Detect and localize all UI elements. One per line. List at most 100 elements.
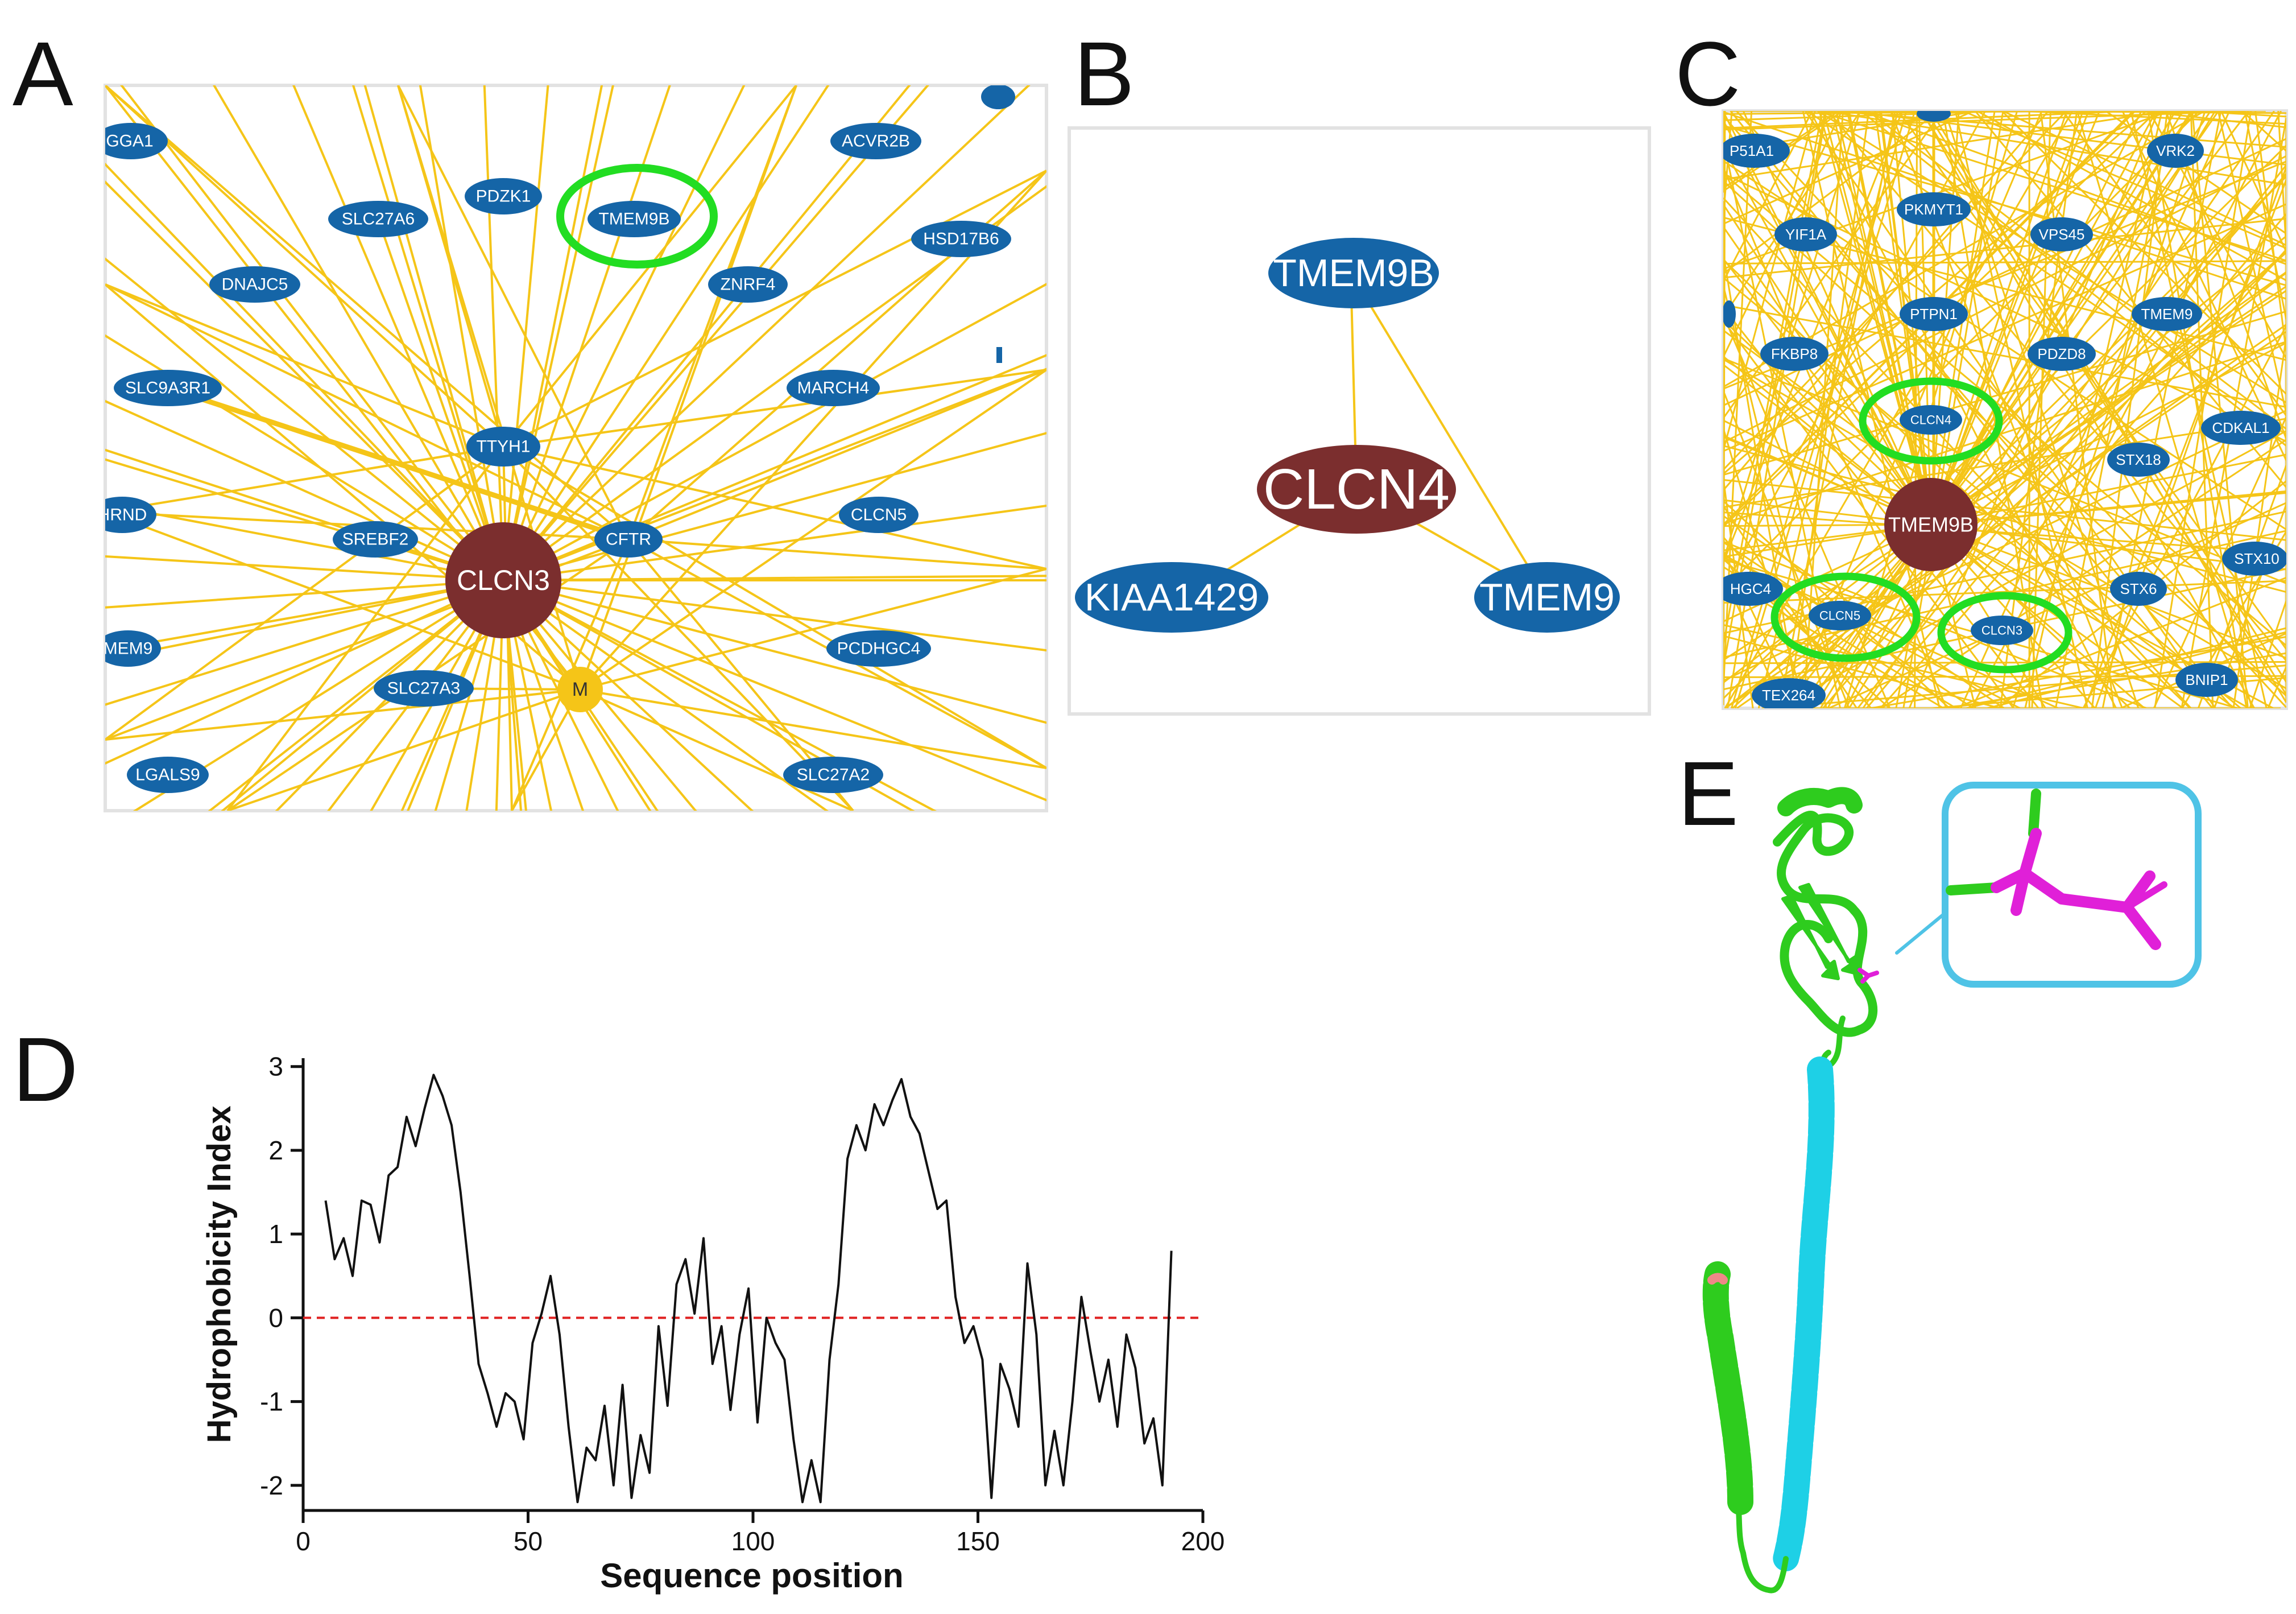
edge [105,283,629,540]
edge [2154,111,2252,708]
edge [503,504,1046,581]
panel-a-network: GGA1 ACVR2B SLC27A6 PDZK1 TMEM9B HSD17B6… [98,84,1048,812]
edge [503,575,1046,581]
edge [105,688,581,741]
edge [1723,505,1858,708]
node-c-cdkal1: CDKAL1 [2201,411,2281,445]
protein-ribbon [1702,787,1947,1594]
edge [2249,600,2286,708]
svg-text:CLCN5: CLCN5 [851,506,907,525]
node-srebf2: SREBF2 [333,521,418,558]
x-tick-label: 100 [731,1526,775,1556]
inset-double-bond [2124,881,2167,911]
node-pdzk1: PDZK1 [465,178,542,214]
edge [434,580,504,811]
edge [1830,111,2286,148]
edge [2083,179,2286,708]
edge [105,579,504,661]
panel-c-network: P51A1 VRK2 PKMYT1 YIF1A VPS45 PTPN1 TMEM… [1722,109,2288,710]
node-znrf4: ZNRF4 [708,266,788,303]
y-tick-label: 0 [268,1303,283,1332]
svg-text:CFTR: CFTR [606,530,651,549]
edge [1930,271,2286,526]
svg-text:HRND: HRND [98,506,147,525]
x-tick-label: 0 [296,1526,311,1556]
node-c-yif1a: YIF1A [1774,217,1837,251]
x-tick-label: 50 [514,1526,543,1556]
edge [1930,523,2145,708]
edge [502,580,619,811]
node-b-center-clcn4: CLCN4 [1257,445,1456,534]
edge [1723,111,1940,275]
beta-sheet-1 [1781,894,1840,980]
edge [400,580,504,811]
edge [1723,260,2286,265]
edge [1809,111,2117,708]
edge [419,85,504,581]
edge [580,688,1046,769]
edge [503,579,1046,652]
edge [503,579,1046,802]
edge [2105,111,2286,234]
edge [628,369,1046,540]
edge [628,538,1046,570]
edge [2062,111,2286,416]
node-slc9a3r1: SLC9A3R1 [114,370,222,406]
svg-text:BNIP1: BNIP1 [2185,671,2228,688]
edge [1818,111,1932,525]
edge [503,170,1046,448]
svg-text:HGC4: HGC4 [1730,580,1771,597]
edge [1848,111,1932,525]
node-b-tmem9: TMEM9 [1474,562,1620,633]
edge [105,445,504,741]
edge [502,185,1046,581]
edge [105,399,504,581]
edge [2189,111,2286,118]
edge [2121,111,2286,461]
node-c-p51a1: P51A1 [1723,134,1790,168]
edge [579,369,1046,691]
svg-text:HSD17B6: HSD17B6 [923,230,999,249]
edge [502,579,754,811]
edge [1723,217,2286,279]
svg-text:LGALS9: LGALS9 [135,766,200,785]
node-clcn5: CLCN5 [839,497,919,533]
upper-domain-coil [1773,811,1878,1037]
node-c-tmem9: TMEM9 [2132,297,2202,331]
highlight-ring-clcn5 [1770,572,1921,662]
edge [502,85,671,581]
edge [1930,523,2184,708]
node-dnajc5: DNAJC5 [209,266,300,303]
edge [105,445,504,513]
edge [1723,111,1904,563]
svg-text:PDZK1: PDZK1 [476,187,531,206]
edge [502,580,585,811]
node-hrnd: HRND [98,497,156,533]
svg-text:TMEM9: TMEM9 [2141,306,2193,323]
edge [1723,111,2167,180]
edge [580,568,1046,691]
node-b-tmem9b: TMEM9B [1268,238,1439,308]
svg-text:ACVR2B: ACVR2B [842,132,910,151]
edge [580,688,854,811]
node-acvr2b: ACVR2B [830,123,921,159]
edge [1723,111,2010,121]
edge [1776,430,2286,708]
edge [1870,635,2286,708]
edge [1723,204,1932,525]
svg-text:STX6: STX6 [2120,580,2157,597]
edge [1921,111,2286,696]
edge [503,445,1046,570]
edge [2190,111,2214,708]
edge [2094,166,2286,708]
edge [502,85,746,581]
panel-b-network: TMEM9B KIAA1429 TMEM9 CLCN4 [1068,126,1651,716]
helix-tip [1707,1273,1728,1285]
y-tick-label: 3 [268,1052,283,1081]
node-c-vrk2: VRK2 [2147,134,2204,168]
edge [1930,453,2286,526]
highlight-ring-tmem9b [556,164,718,269]
node-c-center-tmem9b: TMEM9B [1884,478,1978,571]
edge-thick [167,385,630,542]
